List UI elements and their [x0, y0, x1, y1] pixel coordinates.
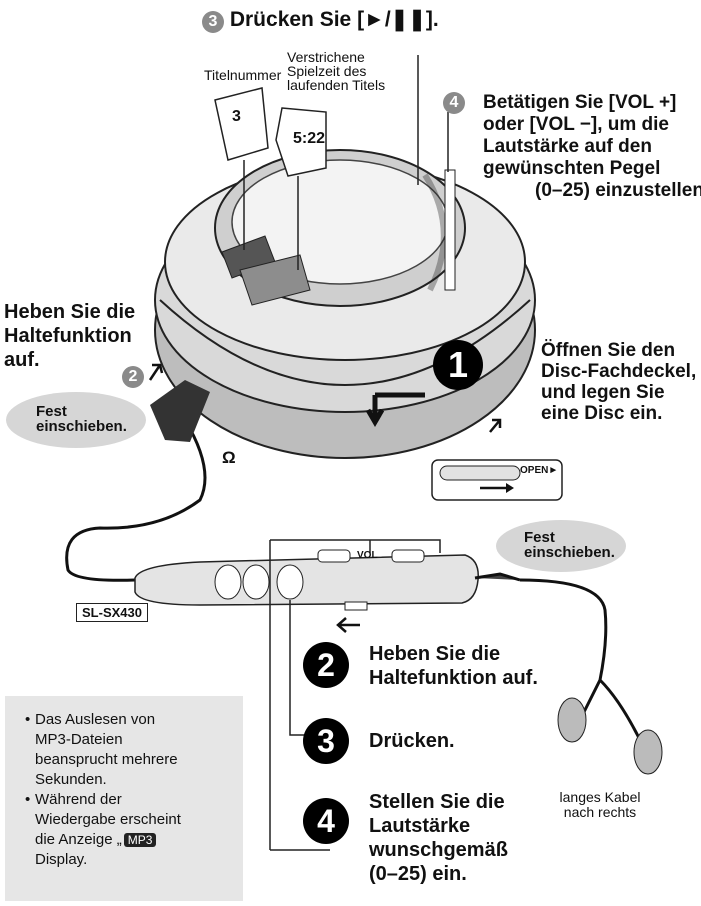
step2-bottom-line1: Heben Sie die [369, 643, 501, 665]
note-1-line2: MP3-Dateien [35, 731, 123, 748]
step2-left-line1: Heben Sie die [4, 301, 136, 323]
note-2-line2: Wiedergabe erscheint [35, 811, 181, 828]
step3-top: 3 Drücken Sie [►/❚❚]. [202, 8, 439, 33]
step4-bottom-line4: (0–25) ein. [369, 863, 467, 885]
cd-player [154, 149, 536, 459]
step4-bottom-number-icon: 4 [303, 798, 349, 844]
elapsed-time-label-line3: laufenden Titels [287, 77, 386, 93]
step2-bottom-number-icon: 2 [303, 642, 349, 688]
step1-number-icon: 1 [433, 340, 483, 390]
step4-bottom-line3: wunschgemäß [369, 839, 508, 861]
earphone-caption-line2: nach rechts [563, 804, 637, 820]
remote-control [134, 539, 521, 851]
left-fest-callout: Fest einschieben. [6, 392, 146, 448]
note-item-1: • Das Auslesen von MP3-Dateien beanspruc… [25, 710, 235, 790]
vol-label: VOL [357, 550, 378, 561]
remote-model-label: SL-SX430 [76, 603, 148, 622]
headphone-icon: Ω [222, 448, 236, 467]
step3-top-text: Drücken Sie [►/❚❚]. [229, 8, 439, 31]
note-item-2: • Während der Wiedergabe erscheint die A… [25, 790, 235, 870]
left-fest-line2: einschieben. [36, 418, 127, 435]
left-fest-line1: Fest [36, 403, 67, 420]
step3-number-icon: 3 [202, 11, 224, 33]
note-2-line3-text: die Anzeige „ [35, 831, 122, 848]
elapsed-time-label-line1: Verstrichene [287, 49, 365, 65]
step1-line3: und legen Sie [541, 382, 665, 403]
earphone-caption: langes Kabel nach rechts [560, 790, 641, 820]
step1-line1: Öffnen Sie den [541, 340, 676, 361]
elapsed-time-label: Verstrichene Spielzeit des laufenden Tit… [287, 50, 385, 92]
step3-bottom-number-icon: 3 [303, 718, 349, 764]
open-arrow [365, 392, 425, 427]
elapsed-time-label-line2: Spielzeit des [287, 63, 367, 79]
right-fest-line1: Fest [524, 529, 555, 546]
step4-number-icon: 4 [443, 92, 465, 114]
earphone-caption-line1: langes Kabel [559, 789, 641, 805]
step2-left-number-icon: 2 [122, 366, 144, 388]
step4-top-line5: (0–25) einzustellen. [535, 180, 701, 201]
step3-bottom-text: Drücken. [369, 730, 455, 752]
note-1-line4: Sekunden. [35, 771, 107, 788]
step2-left-line2: Haltefunktion [4, 325, 132, 347]
step1-line4: eine Disc ein. [541, 403, 663, 424]
title-number-value: 3 [232, 108, 241, 125]
step4-top-line3: Lautstärke auf den [483, 136, 652, 157]
display-callouts [214, 55, 449, 270]
open-label: OPEN► [520, 465, 559, 476]
note-2-line3: die Anzeige „MP3 [35, 830, 235, 850]
step4-bottom-line2: Lautstärke [369, 815, 471, 837]
right-fest-line2: einschieben. [524, 544, 615, 561]
step1-line2: Disc-Fachdeckel, [541, 361, 697, 382]
earphones [519, 578, 663, 775]
open-switch [431, 459, 563, 501]
elapsed-time-value: 5:22 [293, 130, 326, 147]
step4-bottom-line1: Stellen Sie die [369, 791, 505, 813]
note-box: • Das Auslesen von MP3-Dateien beanspruc… [5, 696, 243, 901]
mp3-badge: MP3 [123, 833, 157, 847]
step2-left-line3: auf. [4, 349, 40, 371]
step2-left: Heben Sie die Haltefunktion auf. [4, 300, 135, 372]
right-fest-callout: Fest einschieben. [496, 520, 626, 572]
step4-top-line4: gewünschten Pegel [483, 158, 661, 179]
note-2-line4: Display. [35, 851, 88, 868]
note-1-line3: beansprucht mehrere [35, 751, 178, 768]
step2-bottom-line2: Haltefunktion auf. [369, 667, 538, 689]
cable [65, 380, 210, 582]
step4-top-line2: oder [VOL −], um die [483, 114, 669, 135]
step4-top-line1: Betätigen Sie [VOL +] [483, 92, 677, 113]
title-number-label: Titelnummer [204, 67, 282, 83]
note-2-line1: Während der [35, 791, 122, 808]
note-1-line1: Das Auslesen von [35, 711, 156, 728]
bullet-icon: • [25, 791, 31, 808]
bullet-icon: • [25, 711, 31, 728]
